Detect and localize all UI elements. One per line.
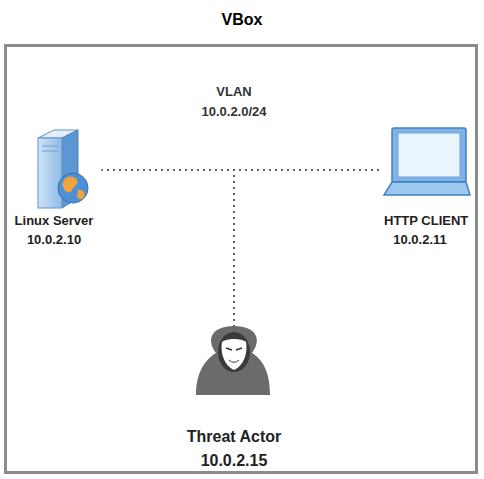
host-node: HTTP CLIENT10.0.2.11 xyxy=(384,126,456,248)
ip-address: 10.0.2.10 xyxy=(6,231,102,249)
laptop-display xyxy=(398,133,460,177)
globe-land xyxy=(63,177,78,193)
hood-opening xyxy=(218,332,250,372)
network-name: VLAN xyxy=(134,83,334,101)
server-front xyxy=(38,138,62,208)
host-node: Threat Actor 10.0.2.15 xyxy=(184,326,284,472)
node-name: Linux Server xyxy=(6,212,102,230)
network-link xyxy=(102,170,234,326)
network-link xyxy=(234,170,384,326)
globe xyxy=(58,173,88,203)
subnet: 10.0.2.0/24 xyxy=(134,103,334,121)
node-name: Threat Actor xyxy=(184,427,284,447)
server-slot xyxy=(42,151,58,152)
hood xyxy=(196,326,270,395)
laptop-screen xyxy=(392,128,466,182)
node-name: VBox xyxy=(0,9,484,31)
server-slot xyxy=(42,146,58,147)
server-icon xyxy=(38,130,88,208)
host-node: Linux Server10.0.2.10 xyxy=(6,128,102,246)
threat-actor-icon xyxy=(196,326,270,395)
globe-land xyxy=(77,190,85,199)
mask xyxy=(222,339,247,370)
mask-mouth xyxy=(229,360,239,362)
network-link xyxy=(102,169,384,171)
node-name: HTTP CLIENT xyxy=(384,212,456,230)
laptop-base xyxy=(384,182,470,195)
ip-address: 10.0.2.15 xyxy=(184,451,284,471)
ip-address: 10.0.2.11 xyxy=(384,231,456,249)
laptop-icon xyxy=(384,128,470,195)
mask-eyes xyxy=(226,348,242,350)
